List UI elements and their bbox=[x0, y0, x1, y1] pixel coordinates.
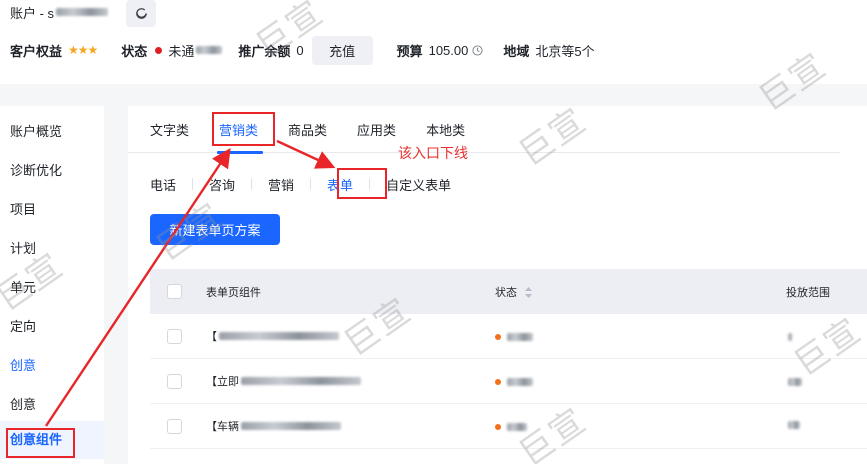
tab-product[interactable]: 商品类 bbox=[288, 123, 328, 138]
refresh-icon bbox=[135, 8, 147, 19]
redacted-account-name bbox=[56, 8, 109, 16]
sub-tabs: 电话 咨询 营销 表单 自定义表单 bbox=[150, 174, 451, 194]
subtab-marketing[interactable]: 营销 bbox=[268, 177, 295, 193]
subtab-form[interactable]: 表单 bbox=[327, 177, 354, 193]
sort-icon[interactable] bbox=[525, 287, 533, 299]
recharge-button[interactable]: 充值 bbox=[311, 35, 373, 65]
select-all-checkbox[interactable] bbox=[167, 284, 182, 299]
subtab-separator bbox=[192, 178, 194, 190]
row-checkbox[interactable] bbox=[167, 329, 182, 344]
star-rating-icon: ★★★ bbox=[68, 43, 98, 57]
table-row[interactable]: 【立即 bbox=[150, 359, 867, 404]
redacted-scope bbox=[788, 378, 802, 386]
tab-text[interactable]: 文字类 bbox=[150, 123, 190, 138]
subtab-separator bbox=[369, 178, 371, 190]
table-row[interactable]: 【车辆 bbox=[150, 404, 867, 449]
sidebar-item-account-overview[interactable]: 账户概览 bbox=[10, 124, 63, 139]
customer-rights-label: 客户权益 bbox=[10, 43, 63, 59]
sidebar-item-targeting[interactable]: 定向 bbox=[10, 319, 37, 334]
status-label: 状态 bbox=[121, 43, 148, 59]
redacted-text bbox=[219, 332, 339, 340]
redacted-status bbox=[507, 423, 527, 431]
component-name-text: 【立即 bbox=[206, 376, 239, 388]
status-cell bbox=[495, 378, 533, 386]
account-title: 账户 - s bbox=[10, 5, 55, 21]
redacted-text bbox=[241, 377, 361, 385]
status-dot-icon bbox=[495, 379, 501, 385]
sidebar-item-creative-components[interactable]: 创意组件 bbox=[0, 421, 104, 459]
sidebar-gutter bbox=[104, 106, 128, 464]
sidebar-item-creative[interactable]: 创意 bbox=[10, 397, 37, 412]
balance-value: 0 bbox=[296, 42, 304, 58]
status-dot-icon bbox=[495, 334, 501, 340]
status-value: 未通 bbox=[168, 43, 195, 59]
subtab-consult[interactable]: 咨询 bbox=[209, 177, 236, 193]
category-tabs: 文字类 营销类 商品类 应用类 本地类 bbox=[150, 120, 495, 140]
budget-label: 预算 bbox=[396, 43, 423, 59]
redacted-status bbox=[507, 333, 533, 341]
sidebar-item-project[interactable]: 项目 bbox=[10, 202, 37, 217]
sidebar-item-diagnosis[interactable]: 诊断优化 bbox=[10, 163, 63, 178]
section-divider-band bbox=[0, 84, 867, 106]
status-dot-icon bbox=[155, 46, 163, 54]
active-tab-indicator bbox=[217, 151, 263, 154]
status-cell bbox=[495, 423, 527, 431]
redacted-scope bbox=[788, 333, 792, 341]
table-header: 表单页组件 状态 投放范围 bbox=[150, 269, 867, 314]
component-name-text: 【 bbox=[206, 331, 217, 343]
tab-local[interactable]: 本地类 bbox=[426, 123, 466, 138]
status-dot-icon bbox=[495, 424, 501, 430]
tab-app[interactable]: 应用类 bbox=[357, 123, 397, 138]
redacted-scope bbox=[788, 421, 800, 429]
tab-divider bbox=[128, 152, 840, 153]
account-title-row: 账户 - s bbox=[10, 2, 109, 22]
component-name: 【车辆 bbox=[206, 418, 341, 434]
component-name-text: 【车辆 bbox=[206, 421, 239, 433]
column-header-status[interactable]: 状态 bbox=[495, 284, 533, 300]
status-header-label: 状态 bbox=[495, 286, 517, 299]
subtab-custom-form[interactable]: 自定义表单 bbox=[386, 177, 452, 193]
annotation-box-form-subtab bbox=[337, 168, 387, 199]
account-header: 账户 - s 客户权益 ★★★ 状态 未通 推广余额 0 充值 预算 105.0… bbox=[0, 0, 867, 84]
annotation-offline-note: 该入口下线 bbox=[398, 145, 468, 161]
sidebar-group-creative[interactable]: 创意 bbox=[10, 358, 37, 373]
subtab-phone[interactable]: 电话 bbox=[150, 177, 177, 193]
region-value: 北京等5个 bbox=[535, 43, 595, 59]
column-header-component: 表单页组件 bbox=[206, 286, 261, 299]
sidebar-item-unit[interactable]: 单元 bbox=[10, 280, 37, 295]
row-checkbox[interactable] bbox=[167, 374, 182, 389]
form-components-table: 表单页组件 状态 投放范围 【 【立即 bbox=[150, 269, 867, 449]
column-header-scope: 投放范围 bbox=[786, 286, 830, 299]
subtab-separator bbox=[310, 178, 312, 190]
budget-value: 105.00 bbox=[428, 42, 469, 58]
table-row[interactable]: 【 bbox=[150, 314, 867, 359]
sidebar-item-plan[interactable]: 计划 bbox=[10, 241, 37, 256]
redacted-text bbox=[241, 422, 341, 430]
component-name: 【 bbox=[206, 328, 339, 344]
account-info-row: 客户权益 ★★★ 状态 未通 推广余额 0 充值 预算 105.00 地域 北京… bbox=[10, 35, 595, 65]
annotation-box-creative-components bbox=[6, 428, 75, 458]
region-label: 地域 bbox=[503, 43, 530, 59]
status-cell bbox=[495, 333, 533, 341]
annotation-box-marketing-tab bbox=[212, 112, 275, 146]
refresh-button[interactable] bbox=[126, 0, 156, 27]
tab-marketing[interactable]: 营销类 bbox=[219, 123, 259, 138]
main-panel: 文字类 营销类 商品类 应用类 本地类 电话 咨询 营销 表单 自定义表单 新建… bbox=[128, 106, 867, 464]
redacted-status bbox=[507, 378, 533, 386]
clock-icon[interactable] bbox=[472, 44, 483, 56]
balance-label: 推广余额 bbox=[238, 43, 291, 59]
component-name: 【立即 bbox=[206, 373, 361, 389]
subtab-separator bbox=[251, 178, 253, 190]
row-checkbox[interactable] bbox=[167, 419, 182, 434]
redacted-status bbox=[196, 46, 223, 54]
